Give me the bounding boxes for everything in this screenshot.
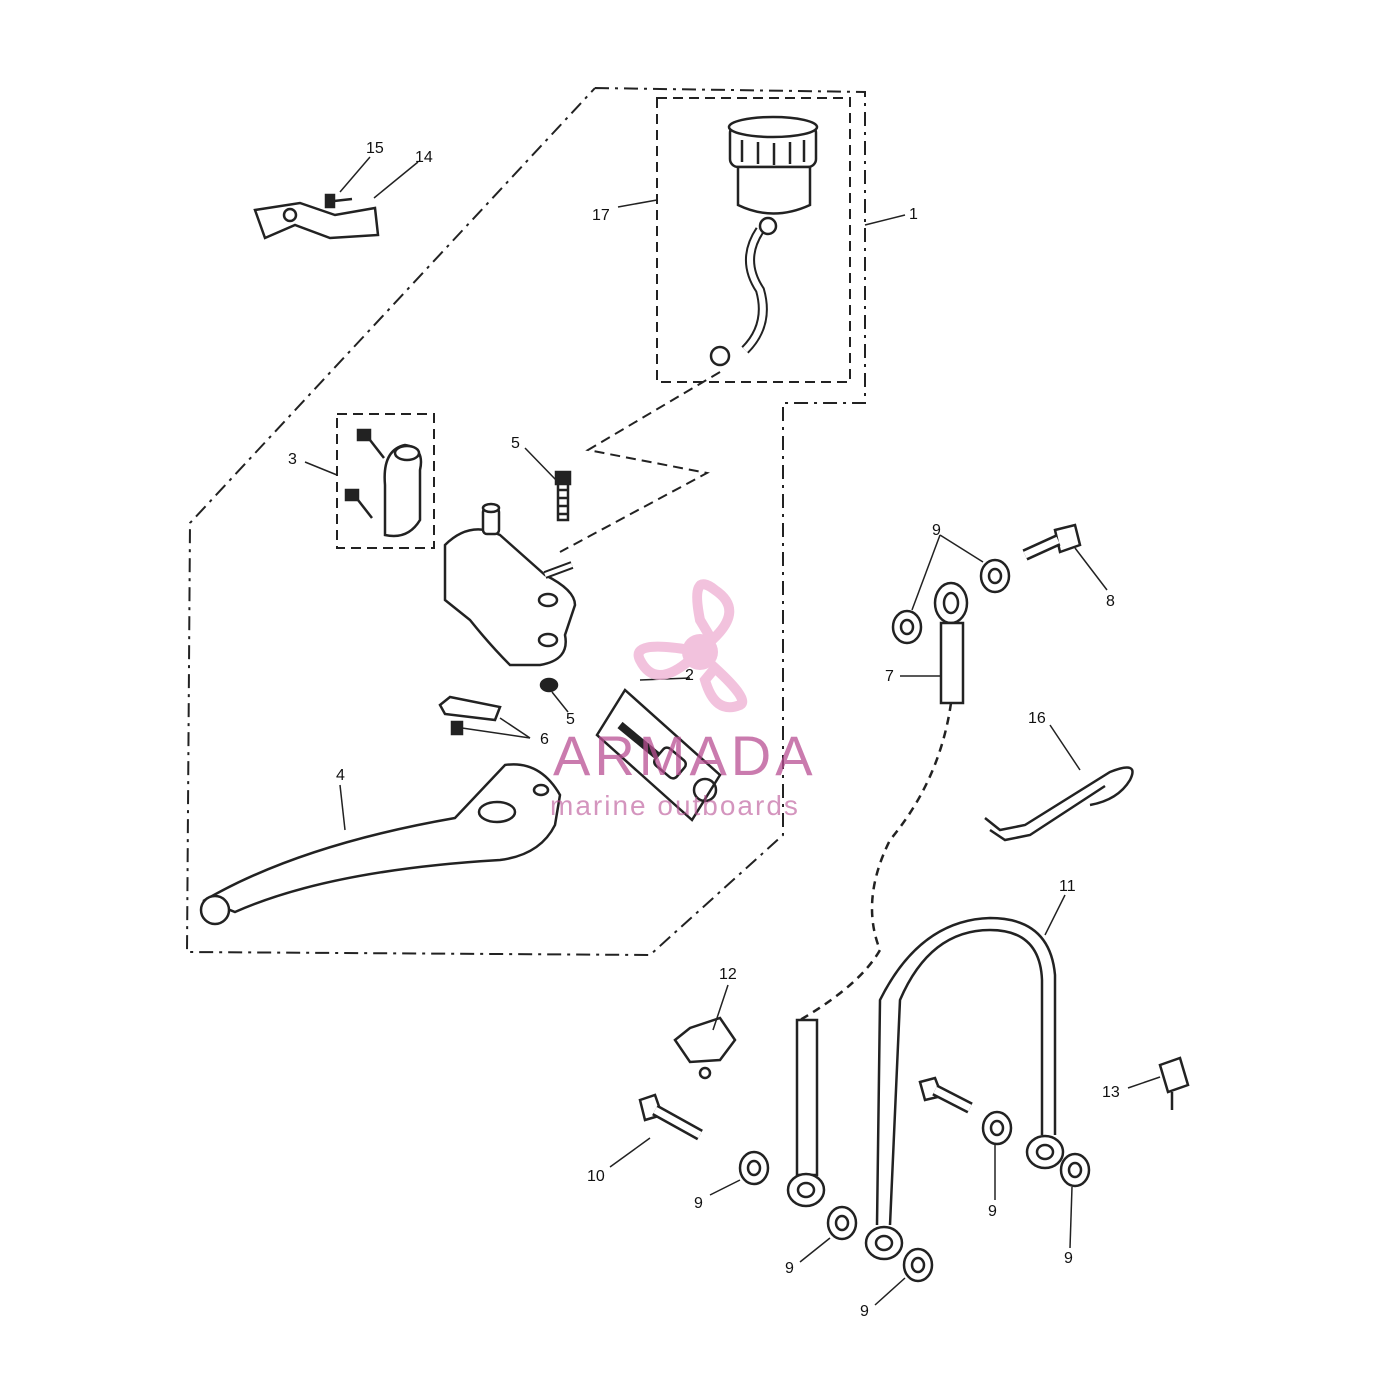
banjo-bolt-upper xyxy=(1022,523,1082,561)
reservoir-bracket xyxy=(253,193,380,240)
callout-5-lower: 5 xyxy=(566,711,575,728)
watermark-logo xyxy=(633,579,748,713)
reservoir-kit-boundary xyxy=(336,97,851,553)
watermark-tagline: marine outboards xyxy=(550,790,800,821)
banjo-bolt-junction xyxy=(918,1076,973,1114)
callout-17: 17 xyxy=(592,207,610,224)
callout-12: 12 xyxy=(719,966,737,983)
callout-9-d: 9 xyxy=(860,1303,869,1320)
fluid-reservoir xyxy=(709,115,819,367)
callout-6: 6 xyxy=(540,731,549,748)
callout-4: 4 xyxy=(336,767,345,784)
sealing-washers xyxy=(738,558,1091,1283)
mirror-clamp xyxy=(344,428,423,538)
brake-lever xyxy=(199,763,562,926)
master-cylinder-body xyxy=(443,502,577,667)
pipe-clip xyxy=(1158,1056,1190,1110)
pivot-screw xyxy=(539,470,572,693)
callout-15: 15 xyxy=(366,140,384,157)
callout-3: 3 xyxy=(288,451,297,468)
callout-9-e: 9 xyxy=(988,1203,997,1220)
callout-9-b: 9 xyxy=(694,1195,703,1212)
callout-9-c: 9 xyxy=(785,1260,794,1277)
brake-pipe-loop xyxy=(864,916,1065,1261)
callout-5-upper: 5 xyxy=(511,435,520,452)
callout-8: 8 xyxy=(1106,593,1115,610)
callout-13: 13 xyxy=(1102,1084,1120,1101)
master-cylinder-assembly-boundary xyxy=(185,87,866,957)
brake-hose xyxy=(786,581,969,1208)
callout-labels: 1 2 3 4 5 5 6 7 8 9 9 9 9 9 9 9 10 11 12… xyxy=(288,140,1120,1320)
callout-16: 16 xyxy=(1028,710,1046,727)
watermark-brand: ARMADA xyxy=(553,724,817,787)
hose-clip xyxy=(984,766,1134,842)
leader-lines xyxy=(304,156,1161,1306)
hose-guide xyxy=(673,1016,737,1080)
callout-11: 11 xyxy=(1059,878,1076,895)
callout-9-a: 9 xyxy=(932,522,941,539)
callout-2: 2 xyxy=(685,667,694,684)
callout-9-f: 9 xyxy=(1064,1250,1073,1267)
callout-7: 7 xyxy=(885,668,894,685)
callout-14: 14 xyxy=(415,149,433,166)
piston-kit xyxy=(595,688,722,822)
callout-10: 10 xyxy=(587,1168,605,1185)
banjo-bolt-lower xyxy=(638,1093,703,1141)
callout-1: 1 xyxy=(909,206,918,223)
